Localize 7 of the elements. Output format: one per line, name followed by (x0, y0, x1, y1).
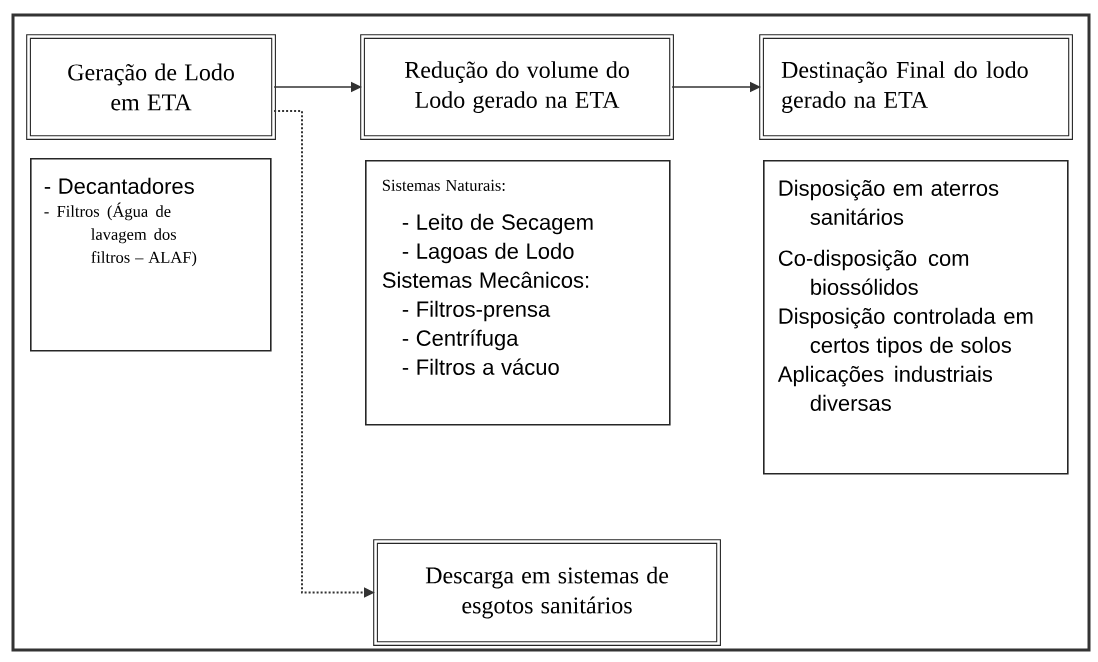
list-box: Sistemas Naturais: - Leito de Secagem - Lagoas de Lodo Sistemas Mecânicos: - Filtros-prensa - Centrífuga - Filtros a vácuo (365, 160, 671, 426)
list-box: - Decantadores - Filtros (Água de lavagem dos filtros – ALAF) (30, 158, 272, 352)
process-box: Geração de Lodo em ETA (26, 34, 276, 140)
process-box: Destinação Final do lodo gerado na ETA (759, 34, 1073, 140)
process-box: Redução do volume do Lodo gerado na ETA (360, 34, 674, 140)
process-box: Descarga em sistemas de esgotos sanitários (373, 539, 721, 646)
list-box: Disposição em aterros sanitários Co-disposição com biossólidos Disposição controlada em certos tipos de solos Aplicações industriais diversas (763, 160, 1069, 475)
